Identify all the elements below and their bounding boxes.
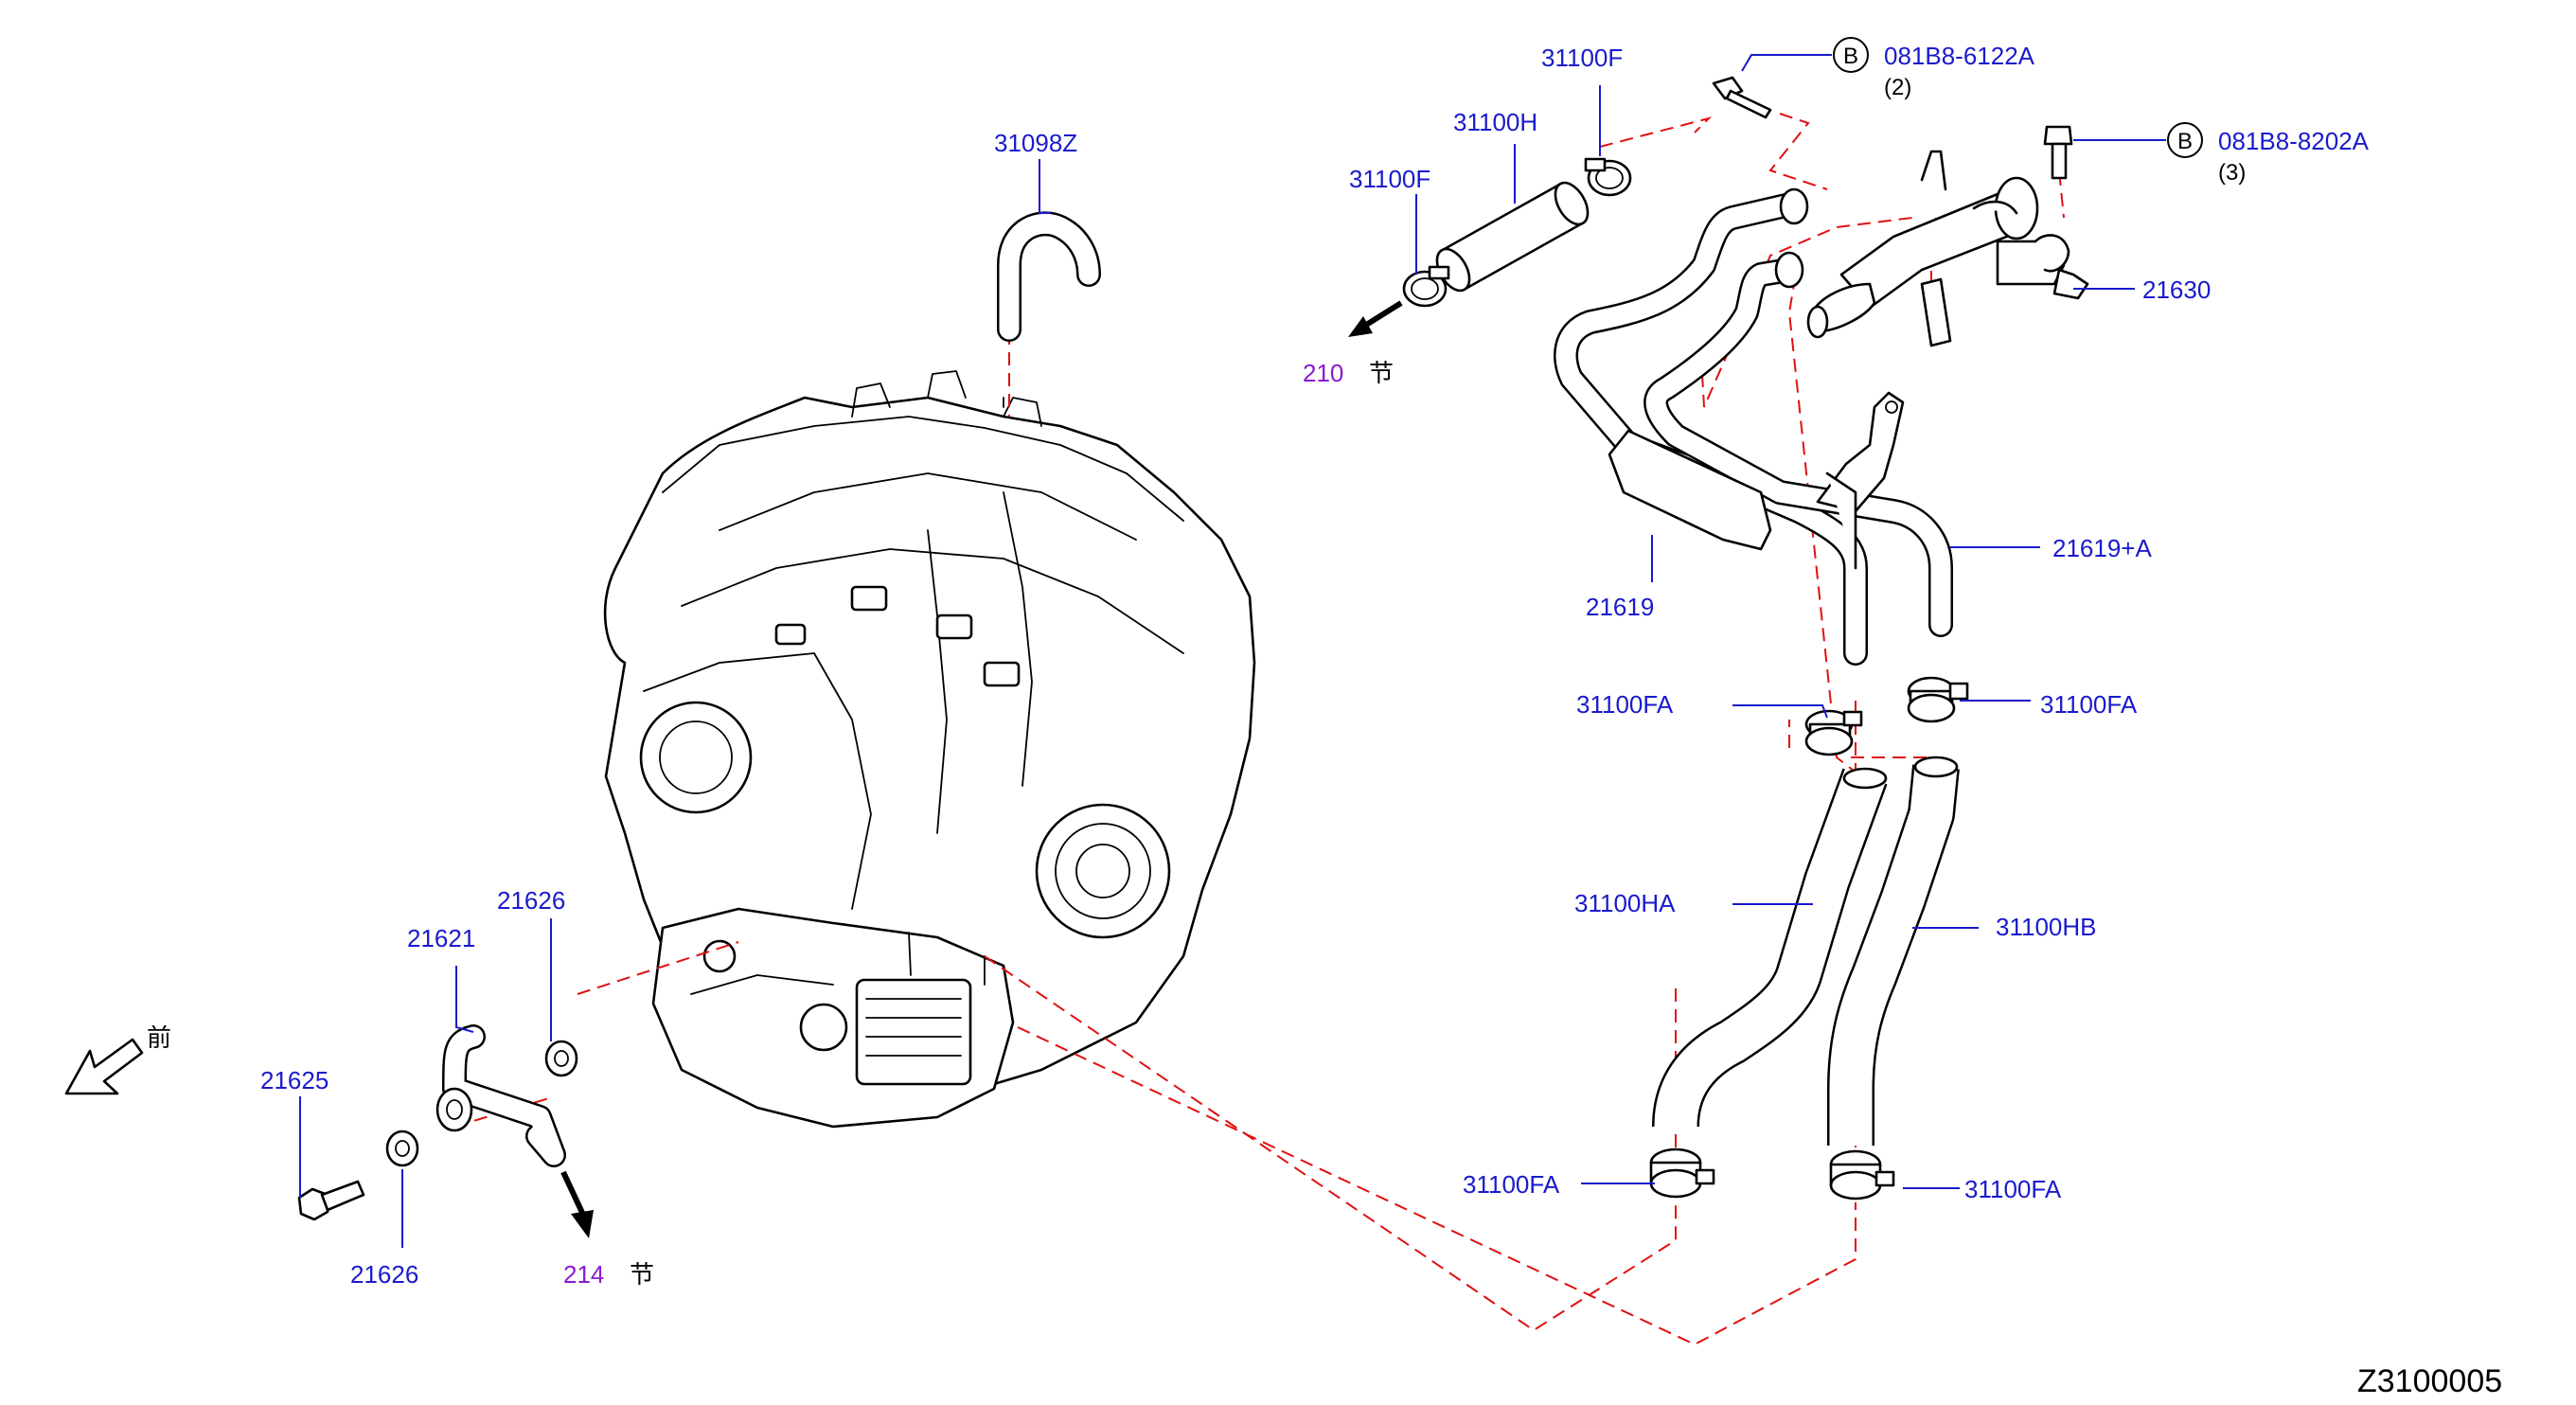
pipe-bracket <box>1608 391 1905 570</box>
part-labels: 31098Z 31100F 31100H 31100F 210 节 081B8-… <box>147 42 2502 1399</box>
coolant-hose-31100ha <box>1652 767 1888 1129</box>
label-31100h: 31100H <box>1453 108 1537 136</box>
bolt-code-081b8-8202a: 081B8-8202A <box>2218 127 2370 155</box>
metal-pipe-21619 <box>1554 187 1868 666</box>
bolt-081b8-6122a <box>1712 76 1772 119</box>
label-21621: 21621 <box>407 924 475 952</box>
water-pipe-21630 <box>1806 150 2089 347</box>
front-direction-arrow <box>64 1038 144 1095</box>
label-31098z: 31098Z <box>994 129 1077 157</box>
label-31100f-top: 31100F <box>1541 44 1623 72</box>
badge-b-1: B <box>1833 37 1869 73</box>
hose-clamp-31100f-left <box>1402 265 1450 308</box>
coolant-hose-31100hb <box>1827 756 1960 1146</box>
hose-clamp-31100fa-lower-right <box>1829 1149 1895 1200</box>
label-31100fa-2: 31100FA <box>2040 690 2138 719</box>
front-label: 前 <box>147 1024 171 1053</box>
label-21630: 21630 <box>2142 276 2211 304</box>
label-31100hb: 31100HB <box>1996 913 2097 941</box>
ref-214: 214 <box>563 1260 604 1289</box>
washer-21626-bottom <box>385 1129 419 1167</box>
hose-clamp-31100fa-upper-right <box>1907 676 1969 723</box>
leader-lines <box>299 54 2166 1248</box>
label-21625: 21625 <box>260 1066 329 1094</box>
label-21626-bottom: 21626 <box>350 1260 418 1289</box>
bolt-qty-2: (2) <box>1884 75 1911 100</box>
ref-214-suffix: 节 <box>630 1261 654 1289</box>
washer-21626-top <box>544 1040 578 1077</box>
label-31100fa-4: 31100FA <box>1964 1175 2062 1203</box>
label-31100f-left: 31100F <box>1349 165 1430 193</box>
metal-pipe-21619a <box>1643 251 1953 637</box>
label-31100fa-1: 31100FA <box>1576 690 1674 719</box>
ref-210-suffix: 节 <box>1369 360 1394 388</box>
badge-b-2-text: B <box>2177 129 2193 154</box>
arrow-to-214 <box>560 1170 594 1238</box>
bolt-081b8-8202a <box>2043 125 2073 180</box>
breather-hose-31098z <box>997 211 1101 342</box>
hose-clamp-31100fa-upper-left <box>1804 709 1863 756</box>
label-21619: 21619 <box>1586 593 1654 621</box>
bolt-qty-3: (3) <box>2218 160 2246 186</box>
oil-pipe-21621 <box>435 1024 566 1167</box>
badge-b-1-text: B <box>1843 44 1858 69</box>
coolant-hose-31100h <box>1435 181 1590 293</box>
label-21619a: 21619+A <box>2052 534 2152 562</box>
ref-210: 210 <box>1303 359 1343 387</box>
badge-b-2: B <box>2167 122 2203 158</box>
bolt-code-081b8-6122a: 081B8-6122A <box>1884 42 2035 70</box>
hose-clamp-31100f-top <box>1584 157 1632 197</box>
arrow-to-210 <box>1348 300 1403 337</box>
label-31100fa-3: 31100FA <box>1463 1170 1560 1199</box>
hose-clamp-31100fa-lower-left <box>1649 1147 1715 1199</box>
diagram-id: Z3100005 <box>2357 1363 2502 1399</box>
bolt-21625 <box>297 1180 365 1221</box>
transmission-assembly <box>603 370 1256 1129</box>
label-31100ha: 31100HA <box>1574 889 1676 917</box>
label-21626-top: 21626 <box>497 886 565 915</box>
